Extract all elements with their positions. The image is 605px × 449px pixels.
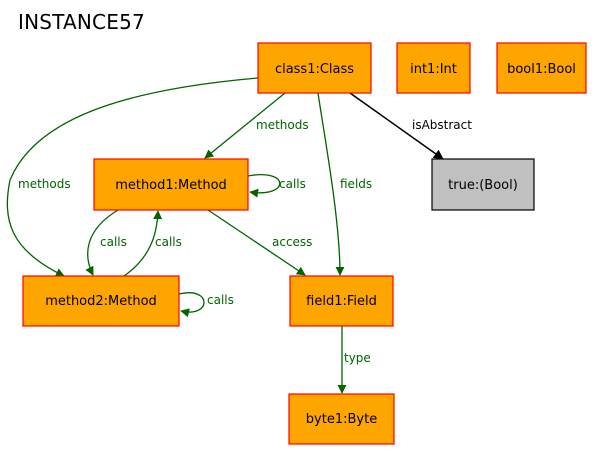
node-true-value[interactable]: true:(Bool)	[431, 158, 535, 211]
node-label-method1: method1:Method	[115, 178, 227, 193]
edge-method2-self: calls	[178, 292, 234, 318]
node-method2[interactable]: method2:Method	[22, 275, 180, 327]
edge-label-class1-method2: methods	[18, 177, 71, 191]
node-label-byte1: byte1:Byte	[306, 412, 377, 427]
diagram-title: INSTANCE57	[18, 10, 145, 34]
edge-label-method1-method2: calls	[100, 235, 127, 249]
edge-method2-method1: calls	[123, 210, 182, 277]
node-int1[interactable]: int1:Int	[396, 42, 471, 94]
edge-label-method1-field1: access	[272, 235, 312, 249]
node-label-true-value: true:(Bool)	[448, 178, 518, 193]
edge-label-field1-byte1: type	[344, 351, 371, 365]
edge-label-method2-self: calls	[207, 293, 234, 307]
edge-label-method2-method1: calls	[155, 235, 182, 249]
edge-class1-method1: methods	[204, 92, 309, 159]
node-label-int1: int1:Int	[410, 62, 457, 77]
node-bool1[interactable]: bool1:Bool	[496, 42, 587, 94]
node-label-bool1: bool1:Bool	[507, 62, 576, 77]
edge-field1-byte1: type	[337, 326, 371, 394]
node-label-method2: method2:Method	[45, 294, 157, 309]
node-method1[interactable]: method1:Method	[93, 158, 249, 211]
node-field1[interactable]: field1:Field	[289, 275, 394, 327]
edge-class1-field1: fields	[317, 92, 372, 276]
edge-label-class1-method1: methods	[256, 118, 309, 132]
edge-class1-method2: methods	[6, 77, 259, 277]
edge-method1-self: calls	[247, 174, 306, 198]
node-byte1[interactable]: byte1:Byte	[288, 393, 395, 445]
node-label-field1: field1:Field	[306, 294, 377, 309]
edge-label-method1-self: calls	[279, 177, 306, 191]
edge-class1-true: isAbstract	[349, 92, 472, 160]
edge-method1-method2: calls	[85, 209, 127, 276]
node-label-class1: class1:Class	[275, 62, 354, 77]
edge-label-class1-true: isAbstract	[412, 118, 472, 132]
edge-label-class1-field1: fields	[340, 177, 372, 191]
edge-method1-field1: access	[207, 209, 312, 276]
node-class1[interactable]: class1:Class	[257, 42, 372, 94]
